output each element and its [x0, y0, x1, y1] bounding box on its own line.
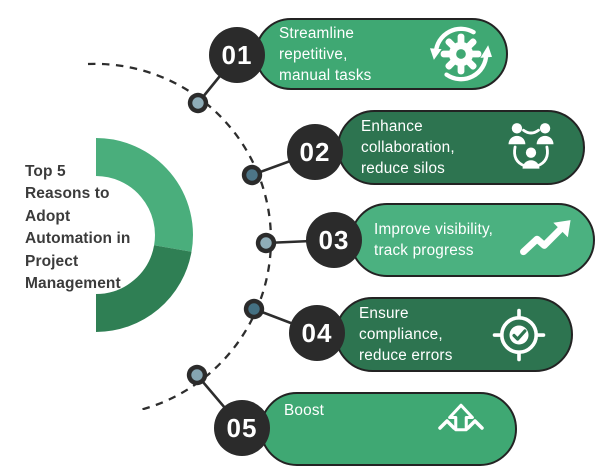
connector-dot-1 [187, 92, 209, 114]
infographic-title: Top 5 Reasons to Adopt Automation in Pro… [25, 163, 131, 293]
number-badge-4: 04 [289, 305, 345, 361]
boost-arrows-icon [438, 403, 484, 432]
number-badge-3: 03 [306, 212, 362, 268]
reason-text-3: Improve visibility, track progress [374, 221, 494, 259]
number-badge-5: 05 [214, 400, 270, 456]
infographic-canvas: { "title": "Top 5\nReasons to\nAdopt\nAu… [25, 18, 595, 466]
sync-gear-icon [430, 26, 492, 82]
connector-line-5 [196, 374, 229, 410]
connector-dot-2 [241, 164, 263, 186]
connector-dot-4 [243, 298, 265, 320]
connector-dot-3 [255, 232, 277, 254]
reason-text-5: Boost [284, 402, 325, 419]
team-icon [508, 122, 554, 169]
reason-pill-3: Improve visibility, track progress [350, 203, 595, 277]
reason-text-4: Ensure compliance, reduce errors [359, 305, 453, 364]
target-check-icon [492, 308, 546, 361]
title-donut-arc-top [95, 138, 193, 252]
background-decoration-layer [87, 54, 335, 410]
reason-pill-5: Boost [260, 392, 517, 466]
connector-dot-5 [186, 364, 208, 386]
reason-text-1: Streamline repetitive, manual tasks [279, 24, 372, 84]
trend-up-icon [520, 220, 571, 256]
number-badge-2: 02 [287, 124, 343, 180]
reason-text-2: Enhance collaboration, reduce silos [361, 118, 455, 177]
timeline-dashed-arc [87, 62, 273, 410]
reason-pill-4: Ensure compliance, reduce errors [335, 297, 573, 372]
title-donut-arc-bottom [95, 244, 192, 332]
reason-pill-1: Streamline repetitive, manual tasks [255, 18, 508, 90]
reason-pill-2: Enhance collaboration, reduce silos [337, 110, 585, 185]
number-badge-1: 01 [209, 27, 265, 83]
